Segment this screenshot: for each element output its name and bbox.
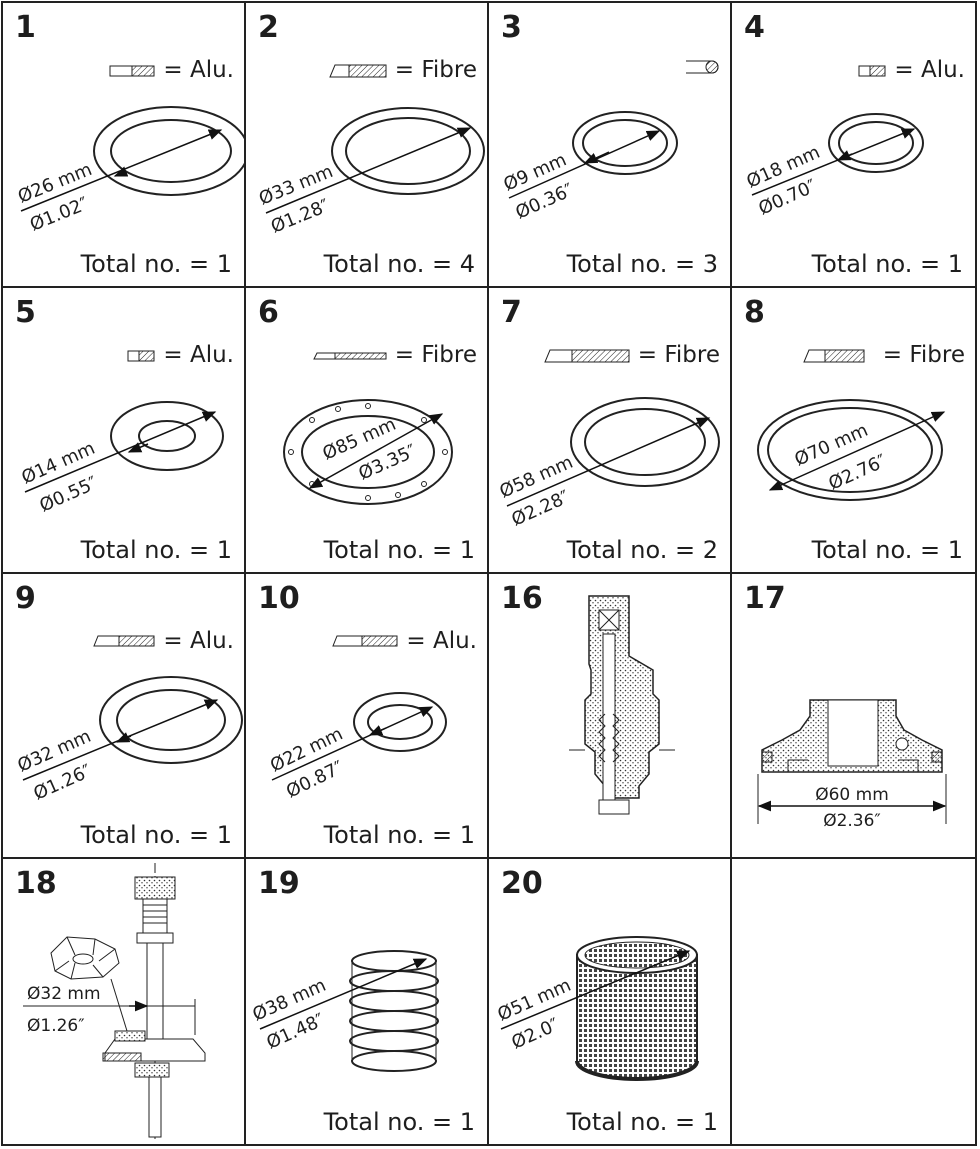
part-cell: 6 = Fibre Ø85 mm Ø3.35″ Total no. = 1 [246, 288, 489, 574]
part-number: 2 [258, 10, 279, 45]
material-legend: = Alu. [109, 59, 234, 82]
part-cell: 16 [489, 573, 732, 859]
total-count: Total no. = 3 [566, 250, 718, 279]
oring-section-icon [686, 60, 719, 74]
diameter-mm: Ø32 mm [27, 984, 101, 1004]
material-label: = Alu. [406, 627, 477, 654]
part-number: 4 [744, 10, 765, 45]
material-label: = Fibre [882, 342, 965, 369]
material-label: = Fibre [394, 57, 477, 83]
diameter-mm: Ø60 mm [815, 785, 889, 805]
part-cell: 2 = Fibre Ø33 mm Ø1.28″ Total no. = 4 [246, 3, 489, 289]
stem-assembly-drawing: Ø32 mm Ø1.26″ [23, 862, 206, 1139]
part-cell: 4 = Alu. Ø18 mm Ø0.70″ Total no. = 1 [732, 3, 975, 289]
material-label: = Alu. [163, 627, 234, 654]
flange-drawing: Ø60 mm Ø2.36″ [757, 698, 947, 831]
total-count: Total no. = 2 [566, 535, 718, 564]
total-count: Total no. = 1 [566, 1108, 718, 1136]
total-count: Total no. = 1 [811, 535, 963, 564]
material-legend: = Fibre [803, 344, 965, 367]
washer-drawing: Ø14 mm Ø0.55″ [18, 401, 224, 517]
diameter-mm: Ø51 mm [494, 974, 574, 1025]
gasket-drawing: Ø85 mm Ø3.35″ [283, 399, 453, 506]
material-legend: = Alu. [332, 627, 477, 654]
material-legend: = Alu. [858, 59, 965, 82]
total-count: Total no. = 1 [80, 250, 232, 279]
gasket-drawing: Ø58 mm Ø2.28″ [496, 397, 720, 531]
spring-drawing: Ø38 mm Ø1.48″ [249, 949, 439, 1072]
material-legend: = Alu. [127, 344, 234, 367]
part-number: 5 [15, 295, 36, 331]
part-number: 1 [15, 10, 36, 45]
part-cell: 3 Ø9 mm Ø0.36″ Total no. = 3 [489, 3, 732, 289]
part-cell: 18 Ø32 mm Ø1.26″ [3, 858, 246, 1144]
part-cell: 20 Ø51 mm Ø2.0″ Total no. = 1 [489, 858, 732, 1144]
material-legend: = Fibre [544, 344, 720, 367]
material-swatch-icon [127, 350, 155, 362]
part-cell: 9 = Alu. Ø32 mm Ø1.26″ Total no. = 1 [3, 573, 246, 859]
part-number: 6 [258, 295, 279, 331]
part-number: 8 [744, 295, 765, 331]
material-swatch-icon [858, 65, 886, 76]
part-cell: 8 = Fibre Ø70 mm Ø2.76″ Total no. = 1 [732, 288, 975, 574]
part-cell: 19 Ø38 mm Ø1.48″ Total no. = 1 [246, 858, 489, 1144]
part-cell: 17 Ø60 mm Ø2.36″ [732, 574, 975, 859]
part-cell: 10 = Alu. Ø22 mm Ø0.87″ Total no. = 1 [246, 573, 489, 859]
part-number: 10 [258, 580, 300, 616]
material-label: = Alu. [163, 342, 234, 369]
oring-drawing: Ø9 mm Ø0.36″ [500, 111, 678, 224]
material-label: = Alu. [163, 57, 234, 83]
total-count: Total no. = 1 [80, 535, 232, 564]
washer-drawing: Ø22 mm Ø0.87″ [267, 691, 447, 802]
part-number: 18 [15, 865, 57, 901]
gasket-drawing: Ø70 mm Ø2.76″ [757, 399, 946, 502]
part-cell: 5 = Alu. Ø14 mm Ø0.55″ Total no. = 1 [3, 288, 246, 574]
total-count: Total no. = 4 [323, 250, 475, 279]
material-swatch-icon [312, 352, 387, 360]
material-legend [684, 59, 720, 75]
diameter-inch: Ø2.36″ [823, 811, 881, 831]
total-count: Total no. = 1 [80, 820, 232, 849]
part-cell: 1 = Alu. Ø26 mm Ø1.02″ Total no. = 1 [3, 3, 246, 289]
material-swatch-icon [544, 349, 630, 363]
material-label: = Alu. [894, 57, 965, 83]
washer-drawing: Ø33 mm Ø1.28″ [256, 107, 485, 238]
material-legend: = Fibre [329, 59, 477, 82]
valve-insert-drawing [569, 594, 675, 814]
washer-drawing: Ø18 mm Ø0.70″ [743, 113, 924, 220]
part-number: 3 [501, 10, 522, 45]
material-label: = Fibre [637, 342, 720, 369]
diameter-inch: Ø1.26″ [27, 1016, 85, 1036]
total-count: Total no. = 1 [323, 820, 475, 849]
material-legend: = Alu. [93, 627, 234, 654]
part-cell: 7 = Fibre Ø58 mm Ø2.28″ Total no. = 2 [489, 288, 732, 574]
washer-drawing: Ø26 mm Ø1.02″ [15, 106, 244, 236]
part-number: 7 [501, 295, 522, 331]
part-number: 20 [501, 865, 543, 901]
material-swatch-icon [332, 635, 398, 647]
filter-drawing: Ø51 mm Ø2.0″ [494, 935, 699, 1081]
material-swatch-icon [93, 635, 155, 647]
material-label: = Fibre [394, 342, 477, 369]
material-swatch-icon [803, 349, 865, 363]
diameter-inch: Ø2.0″ [508, 1014, 562, 1053]
material-swatch-icon [329, 64, 387, 77]
total-count: Total no. = 1 [811, 250, 963, 279]
empty-cell [732, 859, 975, 1144]
washer-drawing: Ø32 mm Ø1.26″ [14, 675, 243, 804]
part-number: 16 [501, 580, 543, 616]
part-number: 9 [15, 580, 36, 616]
material-legend: = Fibre [312, 342, 477, 369]
total-count: Total no. = 1 [323, 535, 475, 564]
total-count: Total no. = 1 [323, 1108, 475, 1136]
part-number: 19 [258, 865, 300, 901]
part-number: 17 [744, 580, 786, 616]
material-swatch-icon [109, 65, 155, 76]
